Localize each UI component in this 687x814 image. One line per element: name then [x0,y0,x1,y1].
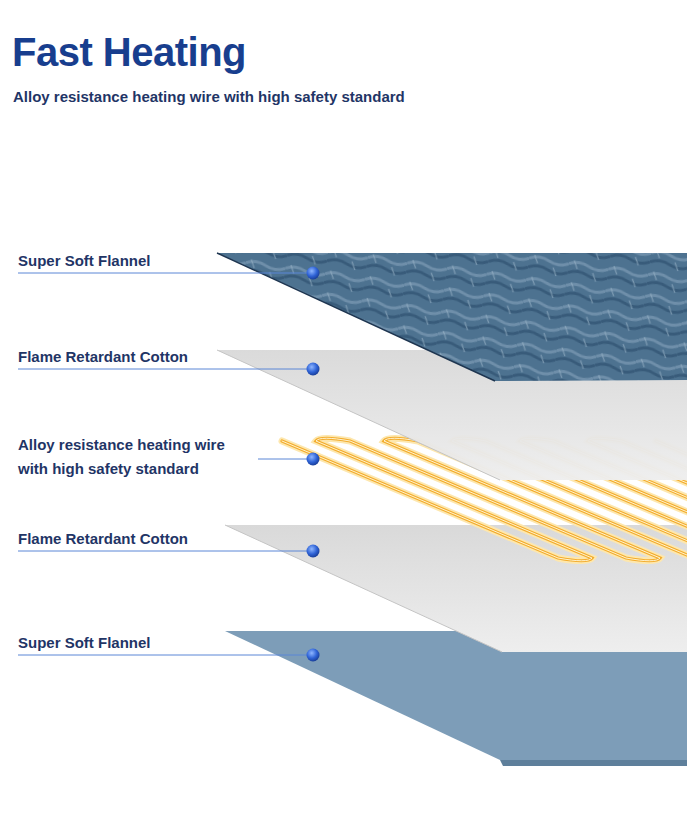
subtitle: Alloy resistance heating wire with high … [13,87,405,106]
cotton-layer [225,525,687,652]
layer-label: Flame Retardant Cotton [18,345,188,369]
flannel-edge [217,253,495,381]
page-title: Fast Heating [12,28,246,76]
cotton-edge [225,525,502,652]
flannel-edge [500,760,687,766]
layer-label: Alloy resistance heating wire with high … [18,433,256,481]
leader-dots [307,267,320,662]
flannel-layer [217,253,687,381]
layer-label: Super Soft Flannel [18,631,151,655]
layer-label: Flame Retardant Cotton [18,527,188,551]
leader-lines [18,273,307,655]
layer-label: Super Soft Flannel [18,249,151,273]
